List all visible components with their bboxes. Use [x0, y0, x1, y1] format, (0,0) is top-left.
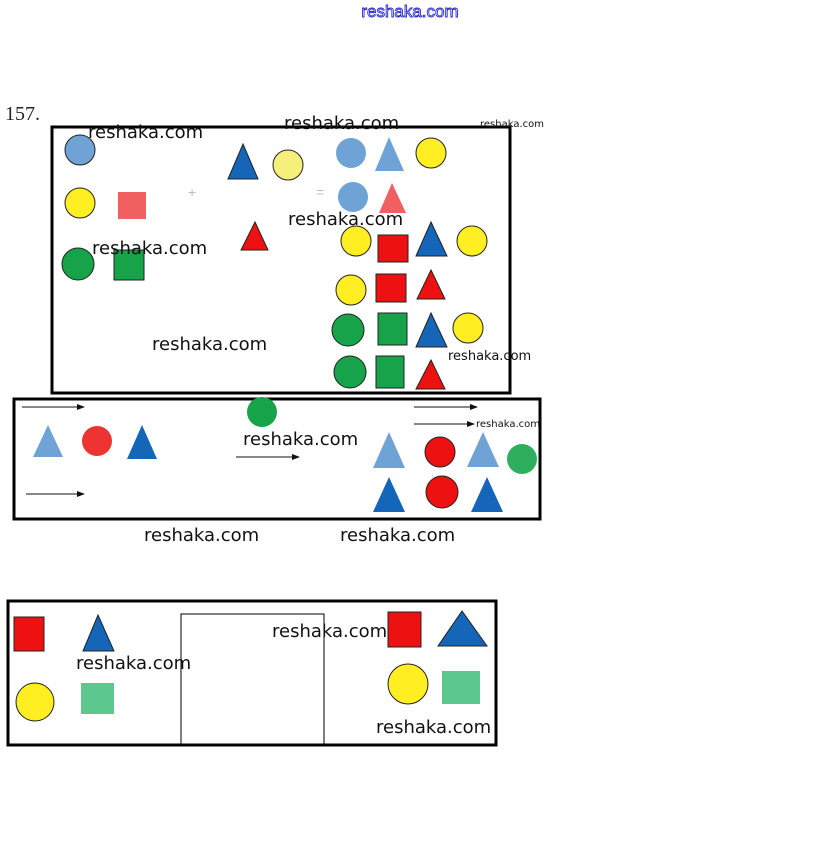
blue-triangle [33, 425, 63, 457]
red-square [118, 192, 146, 219]
blue-triangle [467, 432, 499, 467]
box-frame [50, 125, 512, 395]
watermark: reshaka.com [288, 209, 403, 230]
blue-triangle [415, 220, 448, 257]
red-triangle [415, 358, 446, 390]
red-circle [425, 475, 459, 509]
red-square [377, 234, 409, 263]
watermark: reshaka.com [480, 119, 544, 130]
blue-triangle [373, 477, 405, 512]
watermark: reshaka.com [76, 653, 191, 674]
exercise-number: 157. [5, 103, 40, 125]
watermark: reshaka.com [448, 349, 531, 364]
blue-triangle [375, 137, 404, 171]
plus-sign: + [188, 184, 196, 200]
red-triangle [416, 268, 446, 300]
green-square [81, 683, 114, 714]
blue-triangle [373, 432, 405, 468]
blue-circle [64, 134, 96, 166]
green-square [377, 312, 408, 346]
watermark: reshaka.com [144, 525, 259, 546]
watermark: reshaka.com [243, 429, 358, 450]
watermark: reshaka.com [272, 621, 387, 642]
green-square [442, 671, 480, 704]
red-square [375, 273, 407, 303]
yellow-circle [64, 187, 96, 219]
blue-circle [338, 182, 368, 212]
blue-triangle [127, 425, 157, 459]
yellow-circle [340, 225, 372, 257]
red-triangle [240, 220, 269, 251]
watermark: reshaka.com [340, 525, 455, 546]
answer-blank-box [180, 613, 325, 745]
blue-triangle [471, 477, 503, 512]
watermark: reshaka.com [88, 122, 203, 143]
yellow-circle [415, 137, 447, 169]
task-box-1: + = [50, 125, 512, 395]
red-circle [82, 426, 112, 456]
blue-triangle [415, 311, 448, 348]
watermark: reshaka.com [92, 238, 207, 259]
blue-circle [336, 138, 366, 168]
watermark: reshaka.com [476, 419, 540, 430]
watermark: reshaka.com [376, 717, 491, 738]
red-circle [424, 436, 456, 468]
task-box-3 [6, 599, 498, 747]
green-circle [331, 313, 365, 347]
green-circle [247, 397, 277, 427]
yellow-circle [387, 663, 429, 705]
green-square [113, 249, 145, 281]
green-circle [333, 355, 367, 389]
watermarks: reshaka.com reshaka.com reshaka.com resh… [76, 113, 544, 738]
box-frame [6, 599, 498, 747]
yellow-circle [15, 682, 55, 722]
yellow-circle [452, 312, 484, 344]
green-circle [61, 247, 95, 281]
watermark: reshaka.com [284, 113, 399, 134]
site-link[interactable]: reshaka.com [361, 2, 459, 22]
yellow-circle [335, 274, 367, 306]
blue-triangle [437, 610, 488, 647]
task-box-2 [12, 397, 542, 521]
yellow-circle [272, 149, 304, 181]
red-square [13, 616, 45, 652]
watermark: reshaka.com [152, 334, 267, 355]
yellow-circle [456, 225, 488, 257]
green-circle [507, 444, 537, 474]
blue-triangle [82, 613, 115, 652]
red-square [387, 611, 422, 648]
red-triangle [379, 183, 406, 213]
box-frame [12, 397, 542, 521]
blue-triangle [227, 142, 259, 180]
green-square [375, 355, 405, 389]
equals-sign: = [316, 184, 324, 200]
